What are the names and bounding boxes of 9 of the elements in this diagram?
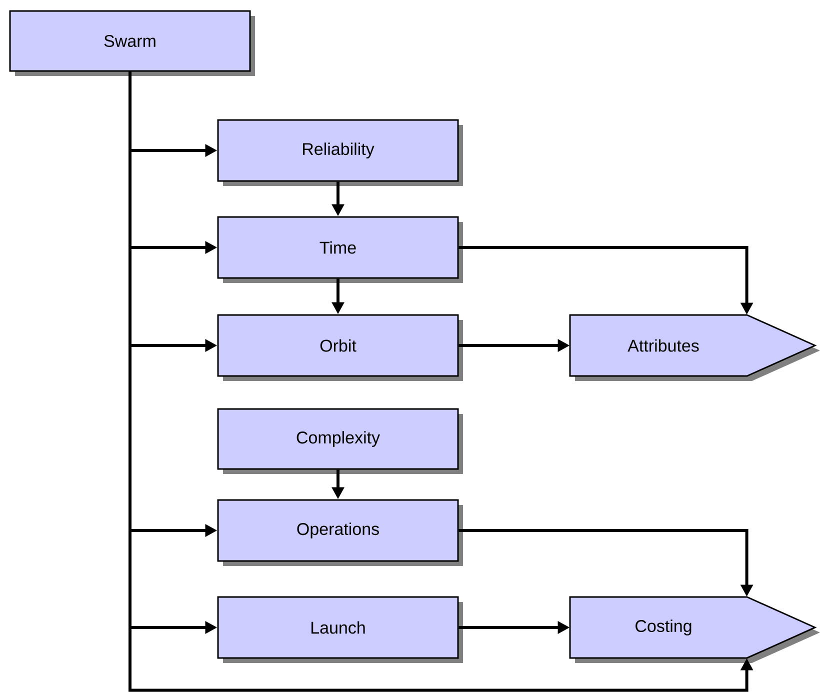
- process-box: Complexity: [217, 408, 463, 474]
- process-box: Operations: [217, 499, 463, 566]
- process-box: Launch: [217, 596, 463, 663]
- pentagon-box: Costing: [569, 596, 820, 663]
- process-box: Swarm: [9, 10, 255, 76]
- pentagon-box: Attributes: [569, 314, 820, 381]
- process-box: Reliability: [217, 119, 463, 186]
- process-box: Time: [217, 216, 463, 283]
- process-box: Orbit: [217, 314, 463, 381]
